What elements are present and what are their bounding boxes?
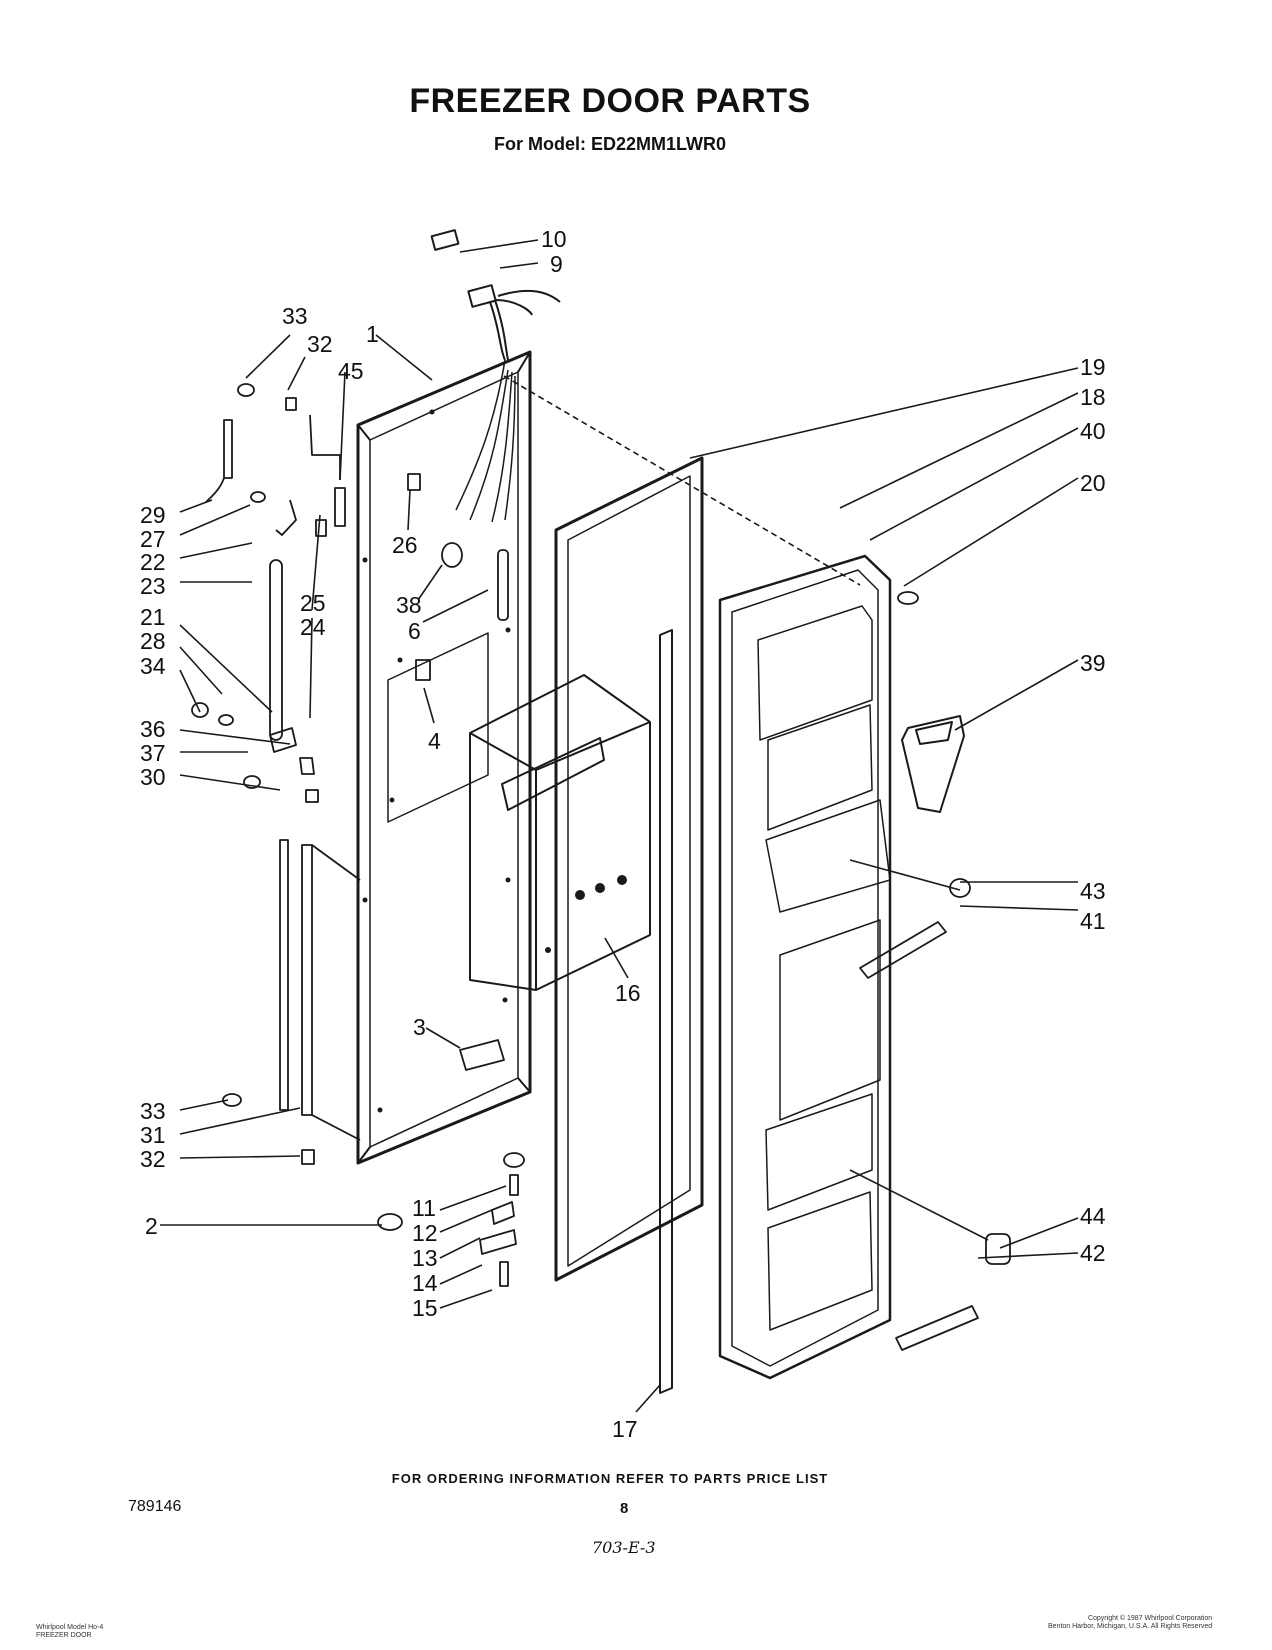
callout-19: 19 [1080,354,1106,380]
model-footnote-line2: FREEZER DOOR [36,1632,92,1639]
callout-13: 13 [412,1245,438,1271]
callout-38: 38 [396,592,422,618]
callout-43: 43 [1080,878,1106,904]
callout-32: 32 [307,331,333,357]
callout-17: 17 [612,1416,638,1442]
callout-23: 23 [140,573,166,599]
door-gasket-part [554,456,704,1282]
callout-1: 1 [366,321,379,347]
callout-24: 24 [300,614,326,640]
callout-6: 6 [408,618,421,644]
callout-32-lower: 32 [140,1146,166,1172]
model-footnote: Whirlpool Model Ho-4 FREEZER DOOR [36,1624,103,1640]
callout-2: 2 [145,1213,158,1239]
callout-15: 15 [412,1295,438,1321]
callout-4: 4 [428,728,441,754]
ice-chute-part [901,715,965,813]
callout-41: 41 [1080,908,1106,934]
callout-11: 11 [412,1195,436,1221]
callout-22: 22 [140,549,166,575]
callout-33-lower: 33 [140,1098,166,1124]
diagram-number: 789146 [128,1498,182,1515]
copyright-notice: Copyright © 1987 Whirlpool Corporation B… [1048,1615,1212,1631]
callout-14: 14 [412,1270,438,1296]
copyright-line1: Copyright © 1987 Whirlpool Corporation [1087,1615,1213,1622]
callout-20: 20 [1080,470,1106,496]
callout-26: 26 [392,532,418,558]
leader-lines [160,239,1079,1413]
callout-16: 16 [615,980,641,1006]
callout-3: 3 [413,1014,426,1040]
callout-29: 29 [140,502,166,528]
callout-37: 37 [140,740,166,766]
callout-33: 33 [282,303,308,329]
model-footnote-line1: Whirlpool Model Ho-4 [36,1624,104,1631]
model-subtitle: For Model: ED22MM1LWR0 [493,134,726,154]
callout-27: 27 [140,526,166,552]
callout-42: 42 [1080,1240,1106,1266]
callout-12: 12 [412,1220,438,1246]
copyright-line2: Benton Harbor, Michigan, U.S.A. All Righ… [1048,1623,1213,1630]
callout-31: 31 [140,1122,166,1148]
ordering-note: FOR ORDERING INFORMATION REFER TO PARTS … [391,1471,829,1486]
callout-45: 45 [338,358,364,384]
callout-28: 28 [140,628,166,654]
callout-18: 18 [1080,384,1106,410]
wire-harness-part [430,229,561,523]
hardware-parts [191,383,1011,1351]
trim-strip-part [659,629,673,1394]
handwritten-note: 703-E-3 [592,1538,656,1557]
page-number: 8 [620,1500,629,1517]
callout-40: 40 [1080,418,1106,444]
page-title: FREEZER DOOR PARTS [409,82,811,120]
callout-9: 9 [550,251,563,277]
dispenser-housing-part [469,674,651,991]
door-panel-part [356,350,532,1165]
callout-21: 21 [140,604,166,630]
door-liner-part [718,554,892,1380]
callout-36: 36 [140,716,166,742]
callout-39: 39 [1080,650,1106,676]
callout-25: 25 [300,590,326,616]
callout-10: 10 [541,226,567,252]
callout-30: 30 [140,764,166,790]
callout-34: 34 [140,653,166,679]
callout-44: 44 [1080,1203,1106,1229]
